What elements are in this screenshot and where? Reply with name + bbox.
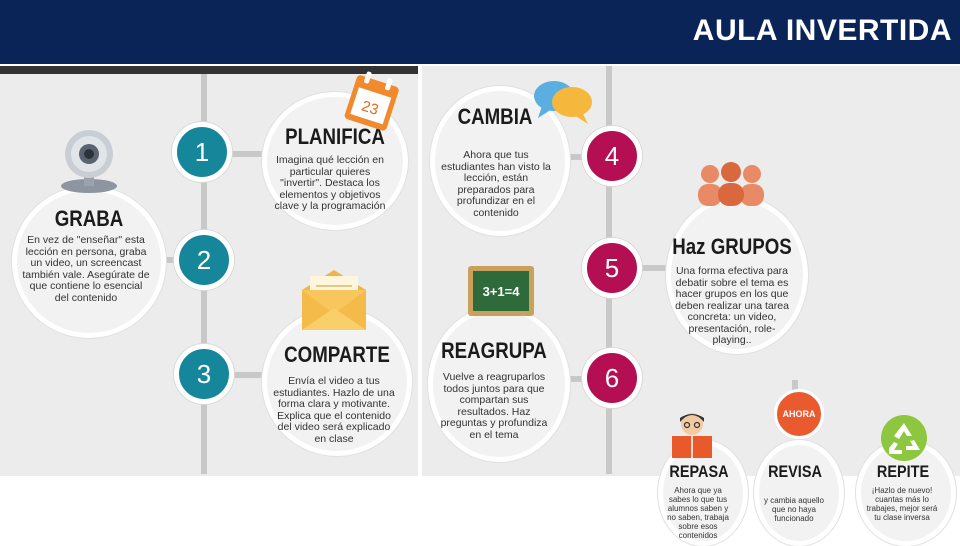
graba-text: En vez de "enseñar" esta lección en pers… [22,234,150,304]
chalkboard-icon: 3+1=4 [468,266,534,316]
repite-title: REPITE [876,462,930,481]
step-5-badge: 5 [582,238,642,298]
header-bar: AULA INVERTIDA [0,0,960,64]
connector-1 [232,151,266,157]
repasa-text: Ahora que ya sabes lo que tus alumnos sa… [667,486,729,540]
connector-6 [558,376,588,382]
reader-icon [672,413,712,458]
grupos-card [666,196,808,354]
connector-4 [558,154,588,160]
recycle-icon [881,415,927,461]
grupos-text: Una forma efectiva para debatir sobre el… [675,265,789,346]
repite-text: ¡Hazlo de nuevo! cuantas más lo trabajes… [866,486,938,522]
webcam-icon [61,130,117,193]
page-title: AULA INVERTIDA [692,14,952,47]
comparte-title: COMPARTE [284,342,390,367]
step-4-badge: 4 [582,126,642,186]
revisa-card [754,440,844,546]
revisa-title: REVISA [768,462,822,481]
chalkboard-text: 3+1=4 [483,284,521,299]
ahora-badge: AHORA [774,389,824,439]
planifica-text: Imagina qué lección en particular quiere… [274,154,386,212]
step-1-badge: 1 [172,122,232,182]
reagrupa-text: Vuelve a reagruparlos todos juntos para … [440,371,548,441]
top-divider [0,66,418,74]
people-icon [698,162,764,206]
calendar-icon: 23 [344,71,399,131]
step-2-badge: 2 [174,230,234,290]
connector-3 [232,372,266,378]
repasa-title: REPASA [669,462,729,481]
grupos-title: Haz GRUPOS [672,234,792,259]
cambia-title: CAMBIA [457,104,533,129]
planifica-title: PLANIFICA [285,124,385,149]
speech-bubbles-icon [534,81,592,124]
reagrupa-title: REAGRUPA [441,338,547,363]
comparte-card [262,308,412,456]
comparte-text: Envía el video a tus estudiantes. Hazlo … [273,375,395,445]
revisa-text: y cambia aquello que no haya funcionado [763,496,825,523]
step-3-badge: 3 [174,344,234,404]
envelope-icon [302,270,366,330]
cambia-text: Ahora que tus estudiantes han visto la l… [441,149,551,219]
step-6-badge: 6 [582,348,642,408]
calendar-day: 23 [359,98,380,119]
connector-5 [636,265,666,271]
graba-title: GRABA [54,206,124,231]
